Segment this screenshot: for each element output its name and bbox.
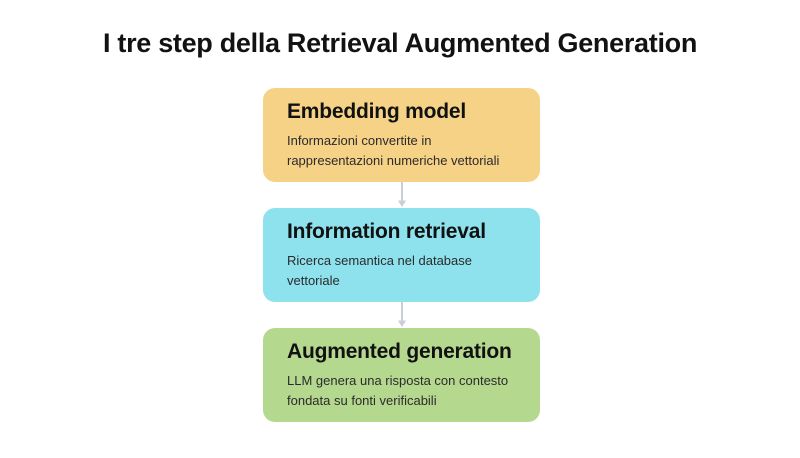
arrow-down-icon — [397, 302, 406, 327]
step-description: Informazioni convertite in rappresentazi… — [287, 133, 500, 168]
step-description: Ricerca semantica nel database vettorial… — [287, 253, 472, 288]
step-description: LLM genera una risposta con contesto fon… — [287, 373, 509, 408]
page-title: I tre step della Retrieval Augmented Gen… — [102, 28, 698, 58]
step-card-embedding-model: Embedding model Informazioni convertite … — [263, 88, 540, 182]
step-heading: Embedding model — [287, 100, 467, 123]
connector-1 — [263, 182, 540, 208]
arrow-down-icon — [397, 182, 406, 207]
steps-flowchart: Embedding model Informazioni convertite … — [263, 88, 540, 422]
step-heading: Augmented generation — [287, 340, 512, 363]
connector-2 — [263, 302, 540, 328]
step-card-augmented-generation: Augmented generation LLM genera una risp… — [263, 328, 540, 422]
step-heading: Information retrieval — [287, 220, 486, 243]
step-card-information-retrieval: Information retrieval Ricerca semantica … — [263, 208, 540, 302]
